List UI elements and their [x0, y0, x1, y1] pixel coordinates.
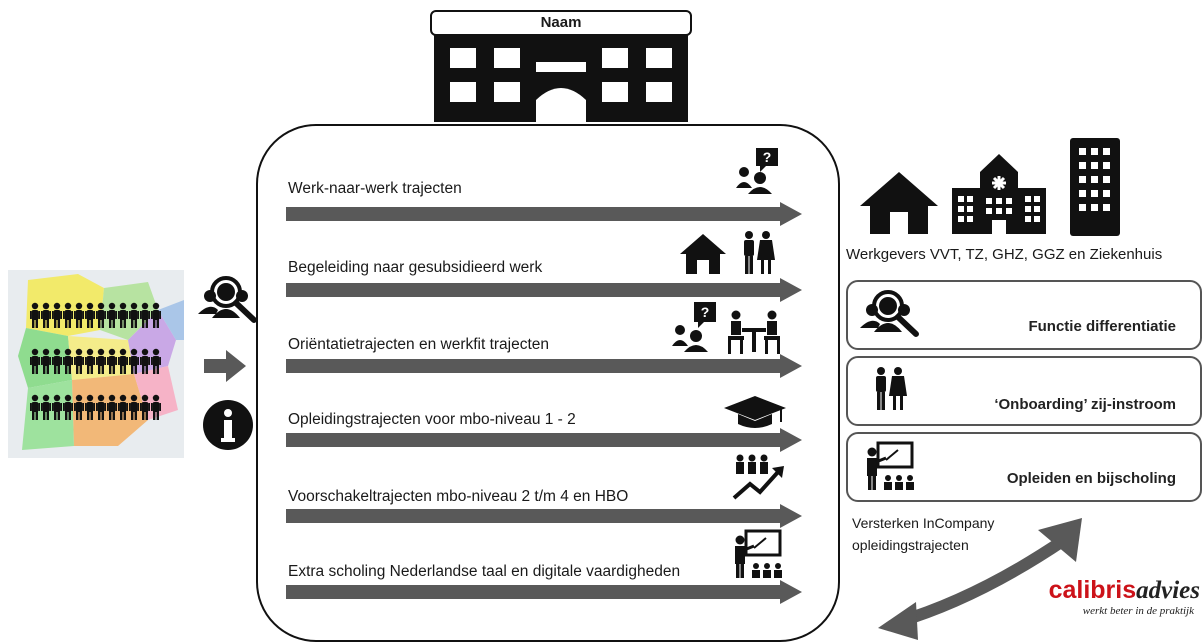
track-arrow: [286, 504, 802, 528]
logo-tagline: werkt beter in de praktijk: [1082, 605, 1194, 617]
employers-label: Werkgevers VVT, TZ, GHZ, GGZ en Ziekenhu…: [846, 246, 1163, 263]
person-search-icon: [860, 290, 919, 337]
couple-icon: [876, 367, 907, 410]
track-label: Voorschakeltrajecten mbo-niveau 2 t/m 4 …: [288, 488, 629, 505]
track-arrow: [286, 428, 802, 452]
house-icon: [860, 172, 938, 234]
track-label: Werk-naar-werk trajecten: [288, 180, 462, 197]
track-arrow: [286, 580, 802, 604]
track-label: Oriëntatietrajecten en werkfit trajecten: [288, 336, 550, 353]
function-label: Opleiden en bijscholing: [1006, 470, 1176, 487]
calibris-logo: calibrisadvies werkt beter in de praktij…: [1022, 576, 1200, 617]
building-name-sign: Naam: [430, 10, 692, 36]
growth-chart-icon: [732, 454, 784, 500]
svg-text:?: ?: [763, 149, 772, 165]
couple-icon: [744, 231, 775, 274]
people-crowd-icon: [30, 302, 161, 458]
svg-text:?: ?: [701, 304, 710, 320]
logo-wordmark: calibrisadvies: [1022, 576, 1200, 605]
double-curved-arrow-icon: [878, 518, 1082, 640]
teacher-board-icon: [867, 441, 914, 490]
track-arrow: [286, 202, 802, 226]
building-name: Naam: [540, 14, 582, 31]
function-box: ‘Onboarding’ zij-instroom: [846, 356, 1202, 426]
person-question-icon: ?: [672, 302, 716, 352]
incompany-line2: opleidingstrajecten: [852, 537, 969, 553]
incompany-text: Versterken InCompany opleidingstrajecten: [852, 512, 994, 556]
house-icon: [680, 234, 726, 274]
track-label: Begeleiding naar gesubsidieerd werk: [288, 259, 543, 276]
teacher-board-icon: [735, 529, 782, 578]
function-label: Functie differentiatie: [1028, 318, 1176, 335]
logo-brand-suffix: advies: [1136, 577, 1200, 604]
track-label: Opleidingstrajecten voor mbo-niveau 1 - …: [288, 411, 576, 428]
track-arrow: [286, 354, 802, 378]
graduation-cap-icon: [724, 396, 786, 428]
function-box: Functie differentiatie: [846, 280, 1202, 350]
building-icon: [434, 34, 688, 122]
office-building-icon: [1070, 138, 1120, 236]
hospital-icon: [952, 154, 1046, 234]
person-search-icon: [198, 276, 257, 323]
function-box: Opleiden en bijscholing: [846, 432, 1202, 502]
logo-brand: calibris: [1048, 576, 1137, 604]
building: Naam: [430, 10, 692, 122]
info-icon: [203, 400, 253, 450]
right-arrow-icon: [204, 350, 246, 382]
function-label: ‘Onboarding’ zij-instroom: [994, 396, 1176, 413]
meeting-table-icon: [728, 310, 780, 354]
track-label: Extra scholing Nederlandse taal en digit…: [288, 563, 681, 580]
person-question-icon: ?: [736, 148, 778, 194]
incompany-line1: Versterken InCompany: [852, 515, 995, 531]
region-map: [8, 270, 184, 458]
track-arrow: [286, 278, 802, 302]
